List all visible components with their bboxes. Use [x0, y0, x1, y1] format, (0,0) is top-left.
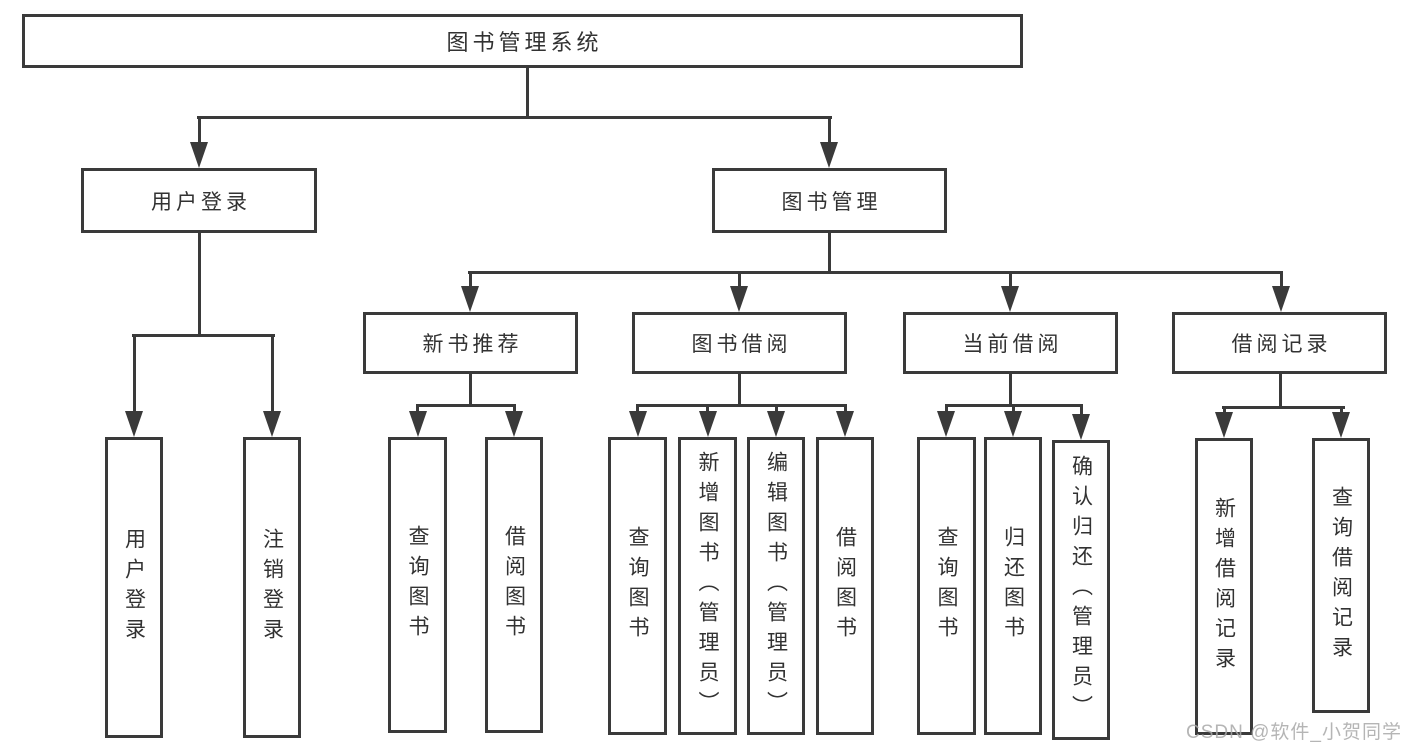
connector-shaft-new-book: [469, 271, 472, 289]
csdn-watermark: CSDN @软件_小贺同学: [1186, 722, 1402, 743]
leaf-label: 用户登录: [122, 527, 146, 648]
node-library-management-system: 图书管理系统: [22, 14, 1023, 68]
node-new-book-recommend: 新书推荐: [363, 312, 578, 374]
node-borrow-records: 借阅记录: [1172, 312, 1387, 374]
leaf-label: 确认归还（管理员）: [1069, 455, 1093, 725]
leaf-logout: 注销登录: [243, 437, 301, 738]
connector-shaft: [1340, 406, 1343, 414]
arrow-down-icon: [461, 286, 479, 312]
leaf-query-books-borrow: 查询图书: [608, 437, 667, 735]
connector-shaft-borrow-records: [1280, 271, 1283, 289]
arrow-down-icon: [409, 411, 427, 437]
node-book-management: 图书管理: [712, 168, 947, 233]
leaf-label: 新增借阅记录: [1212, 496, 1236, 677]
node-label: 当前借阅: [962, 333, 1063, 356]
connector-nbr-trunk: [469, 374, 472, 407]
leaf-return-books: 归还图书: [984, 437, 1042, 735]
leaf-label: 编辑图书（管理员）: [764, 451, 788, 721]
leaf-edit-books-admin: 编辑图书（管理员）: [747, 437, 805, 735]
connector-bookmgmt-trunk: [828, 233, 831, 273]
connector-br-hline: [1222, 406, 1345, 409]
connector-shaft: [636, 404, 639, 413]
arrow-down-icon: [263, 411, 281, 437]
connector-bb-hline: [636, 404, 846, 407]
arrow-down-icon: [1001, 286, 1019, 312]
arrow-down-icon: [1004, 411, 1022, 437]
connector-shaft: [513, 404, 516, 413]
arrow-down-icon: [836, 411, 854, 437]
leaf-borrow-books: 借阅图书: [816, 437, 874, 735]
connector-shaft-book-management: [828, 116, 831, 144]
connector-shaft-logout-leaf: [271, 334, 274, 413]
leaf-label: 查询图书: [406, 525, 429, 645]
connector-shaft: [945, 404, 948, 413]
node-label: 图书管理: [781, 190, 882, 214]
connector-userlogin-hline: [132, 334, 275, 337]
node-label: 借阅记录: [1231, 333, 1332, 356]
connector-root-hline: [197, 116, 832, 119]
connector-shaft: [1080, 404, 1083, 416]
connector-root-trunk: [526, 68, 529, 119]
node-label: 新书推荐: [422, 333, 523, 356]
connector-shaft-login-leaf: [133, 334, 136, 413]
arrow-down-icon: [125, 411, 143, 437]
arrow-down-icon: [1072, 414, 1090, 440]
leaf-label: 借阅图书: [833, 526, 857, 646]
connector-userlogin-trunk: [198, 233, 201, 337]
arrow-down-icon: [505, 411, 523, 437]
connector-shaft-current-borrow: [1009, 271, 1012, 289]
leaf-user-login: 用户登录: [105, 437, 163, 738]
connector-cb-trunk: [1009, 374, 1012, 407]
node-label: 图书借阅: [691, 333, 792, 356]
leaf-query-books-recommend: 查询图书: [388, 437, 447, 733]
leaf-query-books-current: 查询图书: [917, 437, 976, 735]
leaf-label: 注销登录: [260, 527, 284, 648]
connector-shaft-user-login: [198, 116, 201, 144]
node-user-login: 用户登录: [81, 168, 317, 233]
leaf-borrow-books-recommend: 借阅图书: [485, 437, 543, 733]
arrow-down-icon: [1272, 286, 1290, 312]
leaf-label: 查询图书: [935, 526, 958, 646]
leaf-confirm-return-admin: 确认归还（管理员）: [1052, 440, 1110, 740]
node-current-borrow: 当前借阅: [903, 312, 1118, 374]
node-book-borrow: 图书借阅: [632, 312, 847, 374]
leaf-label: 查询借阅记录: [1329, 485, 1353, 666]
arrow-down-icon: [730, 286, 748, 312]
arrow-down-icon: [820, 142, 838, 168]
leaf-add-books-admin: 新增图书（管理员）: [678, 437, 737, 735]
leaf-label: 新增图书（管理员）: [696, 451, 719, 721]
leaf-add-borrow-record: 新增借阅记录: [1195, 438, 1253, 735]
arrow-down-icon: [1215, 412, 1233, 438]
connector-shaft: [844, 404, 847, 413]
connector-shaft: [706, 404, 709, 413]
connector-shaft: [416, 404, 419, 413]
arrow-down-icon: [629, 411, 647, 437]
leaf-label: 查询图书: [626, 526, 649, 646]
arrow-down-icon: [767, 411, 785, 437]
connector-bookmgmt-hline: [468, 271, 1282, 274]
leaf-label: 借阅图书: [502, 525, 526, 645]
connector-bb-trunk: [738, 374, 741, 407]
connector-shaft: [1012, 404, 1015, 413]
arrow-down-icon: [190, 142, 208, 168]
arrow-down-icon: [699, 411, 717, 437]
leaf-query-borrow-record: 查询借阅记录: [1312, 438, 1370, 713]
node-label: 用户登录: [151, 190, 251, 214]
connector-shaft: [775, 404, 778, 413]
connector-shaft-book-borrow: [738, 271, 741, 289]
node-label: 图书管理系统: [446, 30, 603, 55]
leaf-label: 归还图书: [1001, 526, 1025, 646]
connector-shaft: [1223, 406, 1226, 414]
arrow-down-icon: [1332, 412, 1350, 438]
connector-nbr-hline: [416, 404, 516, 407]
arrow-down-icon: [937, 411, 955, 437]
connector-br-trunk: [1279, 374, 1282, 409]
